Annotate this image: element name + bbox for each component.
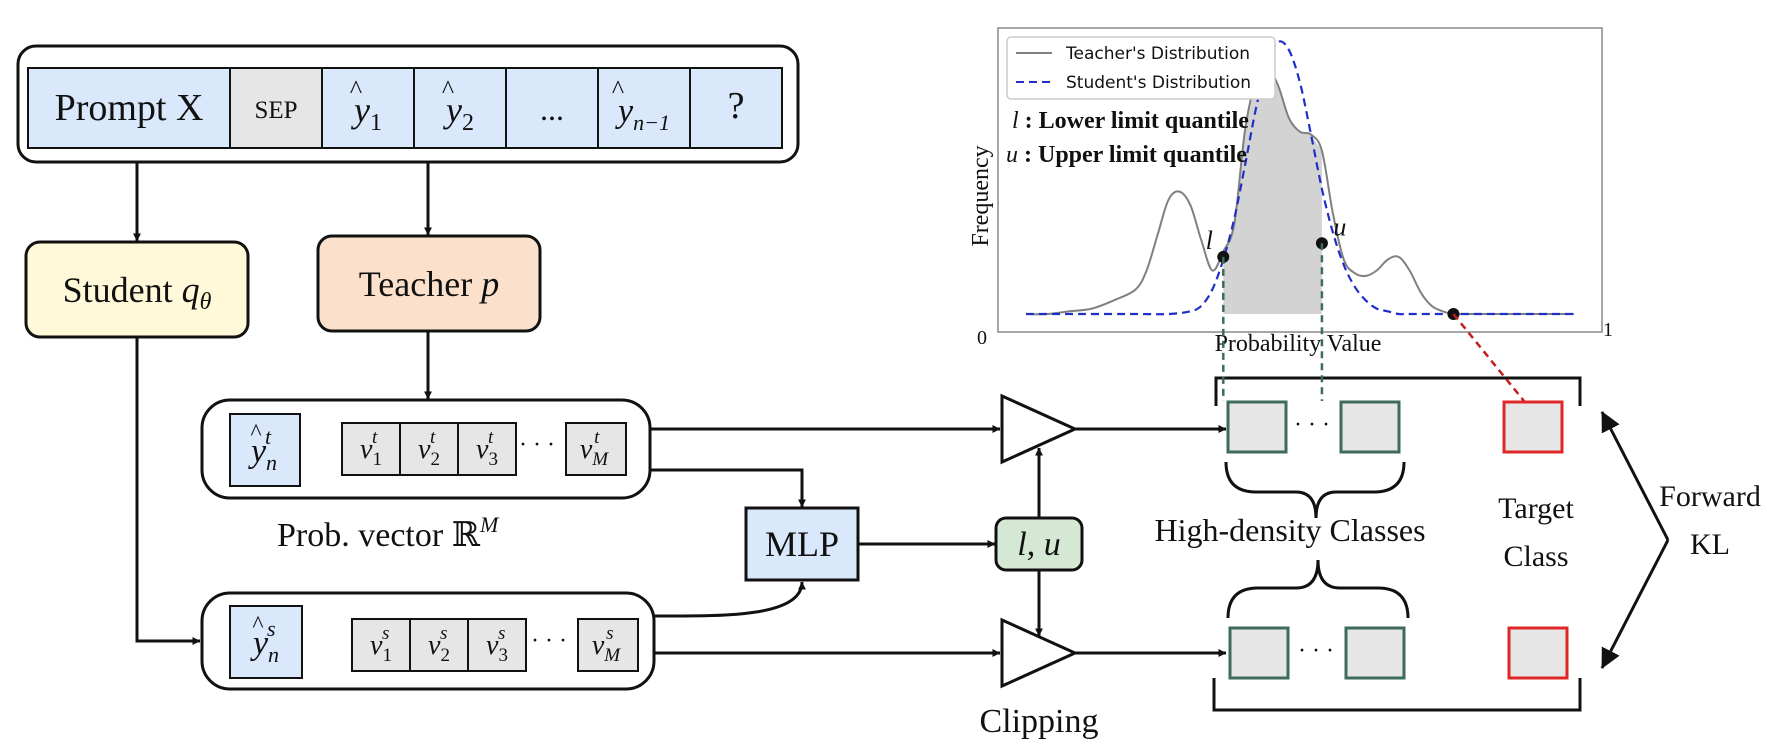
student-yhat-label: yns [250,616,279,667]
x-tick-1: 1 [1603,319,1613,341]
chart-legend: Teacher's Distribution Student's Distrib… [1006,36,1276,100]
prob-vector-label: Prob. vector ℝM [277,512,500,554]
teacher-yhat-label: ynt [248,424,277,475]
x-axis-label: Probability Value [1215,331,1382,357]
student-class-left [1228,626,1290,680]
prompt-sequence: Prompt X SEP y1 ^ y2 ^ ... yn−1 ^ ? [16,44,800,164]
teacher-high-density-brace [1224,461,1406,519]
forward-kl-line2: KL [1690,528,1730,561]
target-dashed-connector [1452,313,1525,402]
x-tick-0: 0 [977,327,987,349]
prompt-token-cell [27,67,231,149]
arrow-kl-to-student [1600,539,1670,669]
student-class-right [1344,626,1406,680]
teacher-class-right [1339,400,1401,454]
student-class-dots: · · · [1298,638,1334,664]
teacher-curve [1025,65,1574,316]
clipping-label: Clipping [979,703,1098,740]
forward-kl-line1: Forward [1659,480,1761,513]
teacher-v1-cell [341,422,401,476]
sep-label: SEP [254,97,297,124]
arrow-student-to-vector [135,337,201,645]
lu-label: l, u [1017,526,1060,563]
target-class-line1: Target [1498,492,1574,525]
teacher-vector-dots: · · · [519,432,555,458]
prompt-label: Prompt X [55,87,204,129]
teacher-vM-label: vMt [580,427,609,470]
arrow-kl-to-teacher [1600,411,1670,541]
student-label: Student qθ [63,270,212,315]
yn1-label: yn−1 [615,93,670,135]
teacher-v2-cell [399,422,459,476]
y1-label: y1 [351,90,382,136]
arrow-teacher-vec-to-mlp [650,468,806,508]
teacher-label: Teacher p [359,264,499,304]
clip-triangle-teacher [1000,393,1079,465]
l-annotation: l: Lower limit quantile [1012,108,1249,134]
y1-hat: ^ [350,75,362,104]
teacher-box: Teacher p [316,234,542,333]
y2-label: y2 [443,90,474,136]
teacher-classes: · · · [1214,376,1582,519]
teacher-yhat-cell [229,413,301,487]
y-axis-label: Frequency [968,145,994,246]
mlp-label: MLP [765,524,839,564]
student-classes: · · · [1212,559,1582,712]
u-annotation: u: Upper limit quantile [1006,142,1247,168]
student-yhat-hat: ^ [252,612,263,638]
student-vM-cell [577,618,639,672]
student-box: Student qθ [24,240,250,339]
yn1-token-cell [597,67,691,149]
yn1-hat: ^ [612,75,624,104]
y2-token-cell [413,67,507,149]
question-label: ? [728,85,745,127]
distribution-chart: Teacher's Distribution Student's Distrib… [968,27,1613,357]
legend-student-label: Student's Distribution [1066,73,1251,93]
teacher-class-dots: · · · [1294,412,1330,438]
teacher-v3-label: v3t [476,427,498,470]
teacher-vM-cell [565,422,627,476]
student-v2-label: v2s [428,623,450,666]
student-vector-dots: · · · [531,628,567,654]
lu-box: l, u [994,516,1084,572]
legend-teacher-label: Teacher's Distribution [1065,44,1250,64]
student-v3-label: v3s [486,623,508,666]
student-vM-label: vMs [592,623,621,666]
teacher-yhat-hat: ^ [250,420,261,446]
target-class-line2: Class [1503,540,1568,573]
student-prob-vector: yns ^ v1s v2s v3s · · · vMs [200,591,656,691]
student-yhat-cell [229,605,303,679]
student-high-density-brace [1226,559,1410,619]
question-token-cell [689,67,783,149]
teacher-v1-label: v1t [360,427,382,470]
teacher-target-class [1502,400,1564,454]
high-density-label: High-density Classes [1154,512,1425,548]
mlp-box: MLP [744,506,860,582]
sep-token-cell [229,67,323,149]
student-v3-cell [467,618,527,672]
teacher-class-left [1226,400,1288,454]
student-curve [1026,40,1574,316]
l-point-label: l [1206,226,1213,255]
clip-triangle-student [1000,617,1079,689]
u-point-label: u [1333,212,1346,241]
dots-token-cell [505,67,599,149]
dots-label: ... [540,91,564,127]
arrow-student-vec-to-mlp [653,581,806,618]
teacher-v2-label: v2t [418,427,440,470]
y2-hat: ^ [442,75,454,104]
teacher-prob-vector: ynt ^ v1t v2t v3t · · · vMt [200,398,652,500]
teacher-v3-cell [457,422,517,476]
student-target-class [1507,626,1569,680]
y1-token-cell [321,67,415,149]
student-v1-label: v1s [370,623,392,666]
